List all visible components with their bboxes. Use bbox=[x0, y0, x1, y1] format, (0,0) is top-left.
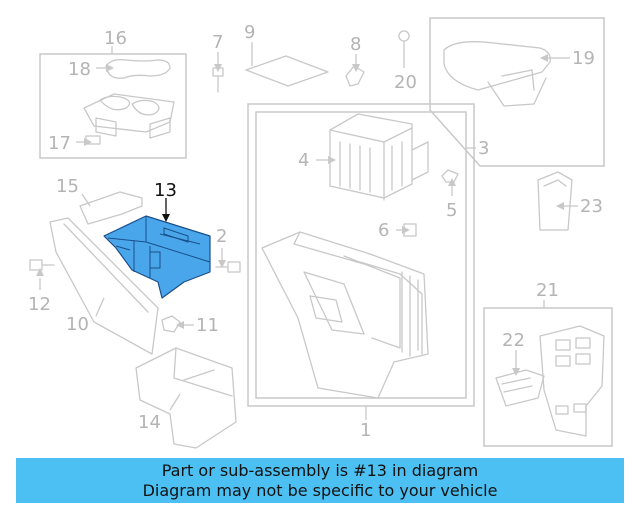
part-12-screw bbox=[29, 259, 55, 271]
callout-6: 6 bbox=[378, 220, 389, 241]
part-21-rear-panel-group bbox=[483, 307, 613, 447]
callout-12: 12 bbox=[28, 294, 51, 315]
part-14-lower-panel bbox=[135, 347, 237, 449]
part-4-storage-bin bbox=[329, 113, 429, 201]
part-8-clip bbox=[345, 65, 365, 87]
part-20-screw bbox=[398, 30, 410, 59]
callout-16: 16 bbox=[104, 28, 127, 49]
callout-13: 13 bbox=[154, 180, 177, 201]
part-9-pad bbox=[245, 55, 329, 87]
part-1-console-group bbox=[247, 103, 475, 407]
group-box-16 bbox=[39, 53, 187, 159]
callout-10: 10 bbox=[66, 314, 89, 335]
banner-line-1: Part or sub-assembly is #13 in diagram bbox=[161, 460, 479, 480]
callout-9: 9 bbox=[244, 22, 255, 43]
part-13-highlighted-bracket bbox=[103, 215, 211, 299]
leader-lines bbox=[36, 42, 578, 420]
callout-20: 20 bbox=[394, 72, 417, 93]
part-22-vent bbox=[495, 369, 545, 407]
callout-14: 14 bbox=[138, 412, 161, 433]
callout-4: 4 bbox=[298, 150, 309, 171]
group-box-21 bbox=[483, 307, 613, 447]
part-15-bracket bbox=[79, 191, 143, 225]
part-10-side-panel bbox=[49, 217, 159, 355]
callout-22: 22 bbox=[502, 330, 525, 351]
callout-17: 17 bbox=[48, 133, 71, 154]
callout-19: 19 bbox=[572, 48, 595, 69]
callout-11: 11 bbox=[196, 315, 219, 336]
part-2-screw bbox=[215, 261, 241, 273]
callout-23: 23 bbox=[580, 196, 603, 217]
callout-2: 2 bbox=[216, 226, 227, 247]
part-console-housing bbox=[261, 231, 429, 399]
group-box-1 bbox=[247, 103, 475, 407]
callout-7: 7 bbox=[212, 32, 223, 53]
callout-1: 1 bbox=[360, 420, 371, 441]
callout-18: 18 bbox=[68, 59, 91, 80]
part-23-bracket bbox=[537, 171, 573, 231]
group-box-19 bbox=[429, 17, 605, 167]
part-5-clip bbox=[441, 169, 459, 183]
part-16-cupholder-group bbox=[39, 53, 187, 159]
part-19-armrest-group bbox=[429, 17, 605, 167]
callout-21: 21 bbox=[536, 280, 559, 301]
banner-line-2: Diagram may not be specific to your vehi… bbox=[142, 480, 498, 500]
callout-8: 8 bbox=[350, 34, 361, 55]
callout-15: 15 bbox=[56, 176, 79, 197]
info-banner: Part or sub-assembly is #13 in diagram D… bbox=[16, 458, 624, 503]
part-11-clip bbox=[161, 315, 181, 333]
callout-3: 3 bbox=[478, 138, 489, 159]
callout-5: 5 bbox=[446, 200, 457, 221]
parts-diagram: 16 18 17 7 9 8 20 19 3 4 5 6 23 21 22 15… bbox=[28, 17, 613, 449]
